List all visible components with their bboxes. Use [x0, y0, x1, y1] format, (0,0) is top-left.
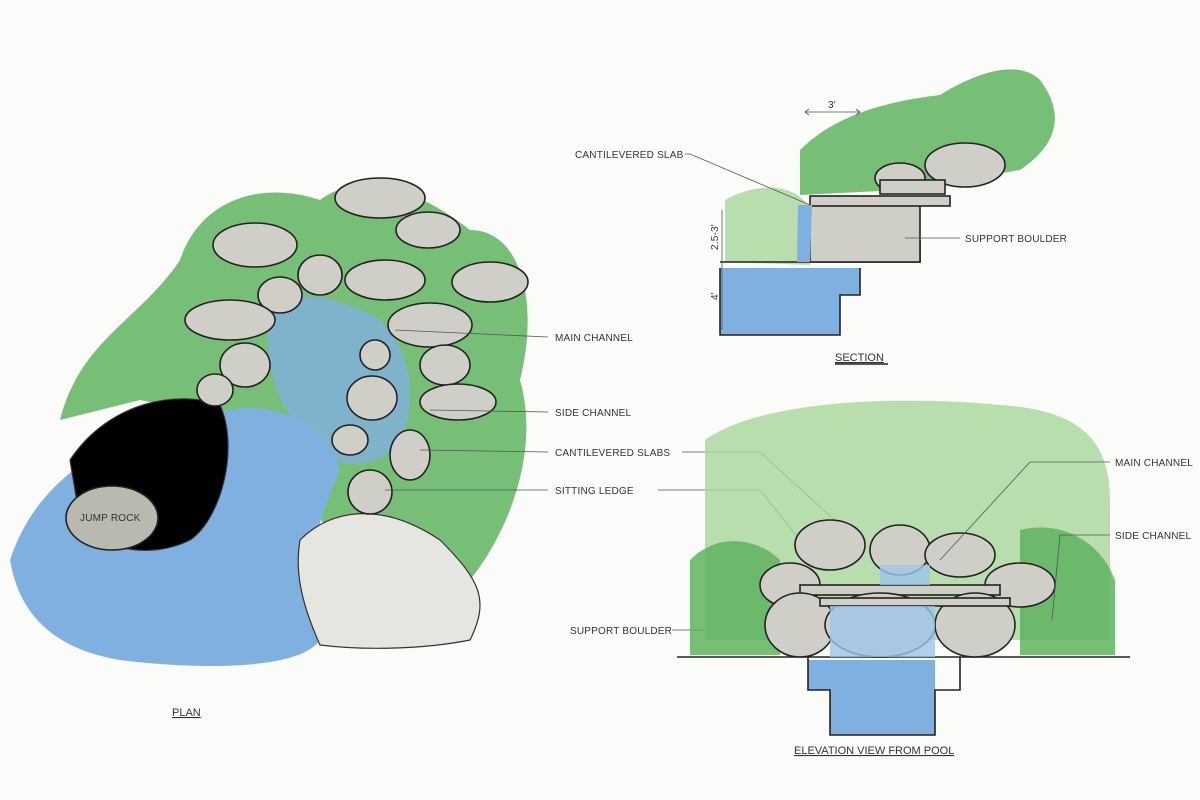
elevation-side-channel-label: SIDE CHANNEL	[1115, 531, 1192, 542]
section-title: SECTION	[835, 352, 884, 364]
jump-rock-label: JUMP ROCK	[80, 513, 141, 524]
side-channel-label: SIDE CHANNEL	[555, 408, 632, 419]
width-dimension-arrow	[804, 108, 861, 116]
elevation-title: ELEVATION VIEW FROM POOL	[794, 745, 954, 757]
dim-width-label: 3'	[828, 100, 836, 111]
elevation-view: MAIN CHANNEL SIDE CHANNEL ELEVATION VIEW…	[677, 400, 1193, 757]
dim-depth-label: 4'	[710, 292, 721, 300]
plan-sitting-ledge	[297, 513, 481, 649]
main-channel-label: MAIN CHANNEL	[555, 333, 633, 344]
plan-view: JUMP ROCK PLAN	[10, 177, 529, 719]
elevation-main-channel-label: MAIN CHANNEL	[1115, 458, 1193, 469]
cantilevered-slab-label: CANTILEVERED SLAB	[575, 150, 684, 161]
sitting-ledge-label: SITTING LEDGE	[555, 486, 634, 497]
jump-rock	[65, 485, 159, 551]
plan-main-channel-water	[268, 296, 411, 464]
section-view: CANTILEVERED SLAB SUPPORT BOULDER 3' 2.5…	[575, 69, 1067, 365]
dim-fall-label: 2.5-3'	[710, 224, 721, 250]
section-support-boulder-label: SUPPORT BOULDER	[965, 234, 1067, 245]
plan-title: PLAN	[172, 707, 201, 719]
cantilevered-slabs-label: CANTILEVERED SLABS	[555, 448, 670, 459]
elevation-support-boulder-label: SUPPORT BOULDER	[570, 626, 672, 637]
